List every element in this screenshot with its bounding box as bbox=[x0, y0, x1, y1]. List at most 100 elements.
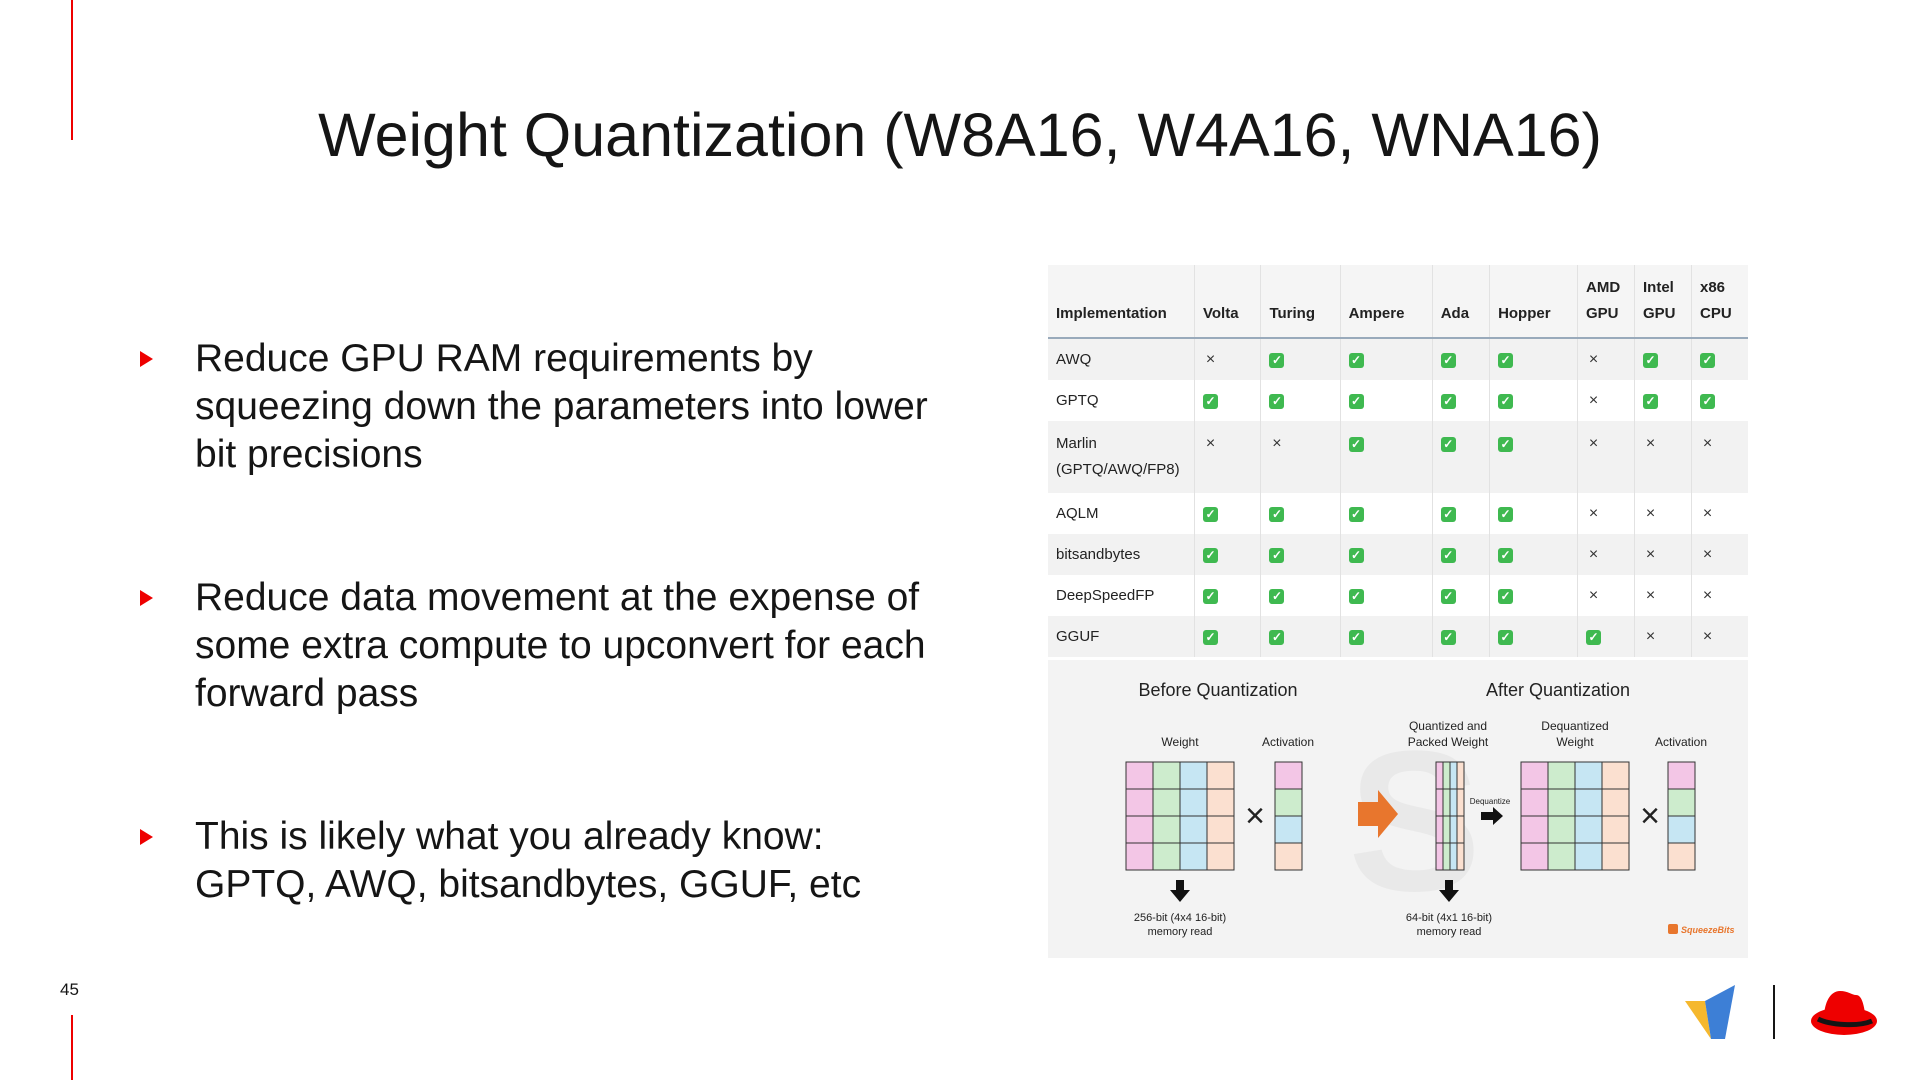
support-cell: × bbox=[1634, 575, 1692, 616]
quantization-diagram-svg: S Before Quantization After Quantization… bbox=[1125, 680, 1735, 938]
bullet-triangle-icon bbox=[140, 590, 153, 606]
weight-matrix-cell bbox=[1152, 815, 1181, 844]
check-icon: ✓ bbox=[1498, 589, 1514, 604]
check-icon: ✓ bbox=[1203, 548, 1218, 563]
weight-matrix-cell bbox=[1179, 815, 1208, 844]
dequantized-matrix-cell bbox=[1601, 788, 1630, 817]
cross-icon: × bbox=[1645, 435, 1656, 452]
support-cell: ✓ bbox=[1691, 338, 1748, 380]
check-icon: ✓ bbox=[1643, 353, 1658, 368]
implementation-cell: AWQ bbox=[1048, 338, 1195, 380]
dequantized-matrix-cell bbox=[1520, 761, 1549, 790]
slide-title: Weight Quantization (W8A16, W4A16, WNA16… bbox=[318, 101, 1602, 169]
bullet-triangle-icon bbox=[140, 351, 153, 367]
support-cell: ✓ bbox=[1431, 616, 1490, 657]
dequantized-matrix-cell bbox=[1547, 842, 1576, 871]
support-cell: ✓ bbox=[1489, 575, 1578, 616]
packed-weight-cell bbox=[1449, 815, 1458, 844]
dequantized-matrix-cell bbox=[1520, 815, 1549, 844]
support-cell: × bbox=[1193, 421, 1261, 493]
packed-weight-cell bbox=[1456, 788, 1465, 817]
support-cell: × bbox=[1193, 338, 1261, 380]
support-cell: × bbox=[1577, 493, 1635, 534]
dequantized-matrix-cell bbox=[1574, 815, 1603, 844]
bullet-item: This is likely what you already know: GP… bbox=[140, 813, 940, 909]
dequantized-label-line2: Weight bbox=[1556, 735, 1594, 749]
multiply-icon: × bbox=[1245, 797, 1265, 835]
cross-icon: × bbox=[1702, 627, 1713, 645]
dequantized-matrix-cell bbox=[1547, 815, 1576, 844]
cross-icon: × bbox=[1645, 627, 1656, 645]
activation-vector-cell bbox=[1274, 842, 1303, 871]
support-cell: ✓ bbox=[1339, 575, 1433, 616]
check-icon: ✓ bbox=[1203, 589, 1218, 604]
before-read-line1: 256-bit (4x4 16-bit) bbox=[1134, 912, 1226, 924]
support-cell: ✓ bbox=[1260, 338, 1341, 380]
implementation-cell: GPTQ bbox=[1048, 380, 1195, 421]
check-icon: ✓ bbox=[1348, 548, 1364, 563]
cross-icon: × bbox=[1645, 586, 1656, 604]
after-read-line1: 64-bit (4x1 16-bit) bbox=[1406, 912, 1492, 924]
packed-weight-cell bbox=[1442, 815, 1451, 844]
support-cell: ✓ bbox=[1193, 616, 1261, 657]
activation-vector-after-cell bbox=[1667, 788, 1696, 817]
support-cell: ✓ bbox=[1489, 616, 1578, 657]
weight-matrix-cell bbox=[1125, 815, 1154, 844]
packed-weight-cell bbox=[1456, 815, 1465, 844]
activation-label-after: Activation bbox=[1655, 735, 1707, 749]
orange-arrow-icon bbox=[1358, 790, 1398, 838]
table-row: bitsandbytes✓✓✓✓✓××× bbox=[1048, 534, 1748, 575]
dequantized-matrix-cell bbox=[1574, 842, 1603, 871]
left-accent-line-bottom bbox=[71, 1015, 73, 1080]
packed-weight-cell bbox=[1435, 788, 1444, 817]
activation-vector-cell bbox=[1274, 761, 1303, 790]
packed-weight-cell bbox=[1456, 761, 1465, 790]
dequantized-matrix-cell bbox=[1601, 761, 1630, 790]
packed-weight-cell bbox=[1435, 815, 1444, 844]
support-cell: ✓ bbox=[1260, 616, 1341, 657]
check-icon: ✓ bbox=[1498, 394, 1514, 409]
support-cell: × bbox=[1577, 380, 1635, 421]
cross-icon: × bbox=[1272, 435, 1282, 452]
support-cell: × bbox=[1577, 534, 1635, 575]
check-icon: ✓ bbox=[1643, 394, 1658, 409]
support-cell: × bbox=[1634, 421, 1692, 493]
cross-icon: × bbox=[1588, 545, 1599, 563]
support-cell: ✓ bbox=[1489, 421, 1578, 493]
cross-icon: × bbox=[1588, 586, 1599, 604]
weight-matrix-cell bbox=[1206, 761, 1235, 790]
table-header-row: Implementation Volta Turing Ampere Ada H… bbox=[1048, 265, 1748, 339]
quantized-label-line1: Quantized and bbox=[1409, 719, 1487, 733]
support-cell: ✓ bbox=[1339, 534, 1433, 575]
down-arrow-icon bbox=[1439, 880, 1459, 902]
compatibility-table: Implementation Volta Turing Ampere Ada H… bbox=[1048, 265, 1748, 657]
support-cell: × bbox=[1634, 616, 1692, 657]
support-cell: ✓ bbox=[1339, 338, 1433, 380]
check-icon: ✓ bbox=[1498, 353, 1514, 368]
support-cell: × bbox=[1577, 338, 1635, 380]
check-icon: ✓ bbox=[1269, 589, 1285, 604]
support-cell: ✓ bbox=[1489, 338, 1578, 380]
support-cell: ✓ bbox=[1193, 493, 1261, 534]
check-icon: ✓ bbox=[1348, 507, 1364, 522]
bullet-list: Reduce GPU RAM requirements by squeezing… bbox=[140, 335, 940, 1004]
support-cell: ✓ bbox=[1431, 575, 1490, 616]
check-icon: ✓ bbox=[1269, 353, 1285, 368]
cross-icon: × bbox=[1588, 391, 1599, 409]
support-cell: ✓ bbox=[1193, 534, 1261, 575]
check-icon: ✓ bbox=[1203, 394, 1218, 409]
support-cell: ✓ bbox=[1489, 493, 1578, 534]
squeezebits-logo-icon bbox=[1668, 924, 1678, 934]
header-cell: Turing bbox=[1260, 265, 1341, 339]
support-cell: × bbox=[1260, 421, 1341, 493]
compatibility-table-panel: Implementation Volta Turing Ampere Ada H… bbox=[1048, 265, 1748, 657]
implementation-cell: DeepSpeedFP bbox=[1048, 575, 1195, 616]
support-cell: ✓ bbox=[1260, 380, 1341, 421]
down-arrow-icon bbox=[1170, 880, 1190, 902]
check-icon: ✓ bbox=[1348, 437, 1364, 452]
squeezebits-credit: SqueezeBits bbox=[1681, 925, 1735, 935]
check-icon: ✓ bbox=[1440, 548, 1456, 563]
weight-matrix-cell bbox=[1179, 761, 1208, 790]
support-cell: ✓ bbox=[1489, 380, 1578, 421]
packed-weight-cell bbox=[1435, 842, 1444, 871]
